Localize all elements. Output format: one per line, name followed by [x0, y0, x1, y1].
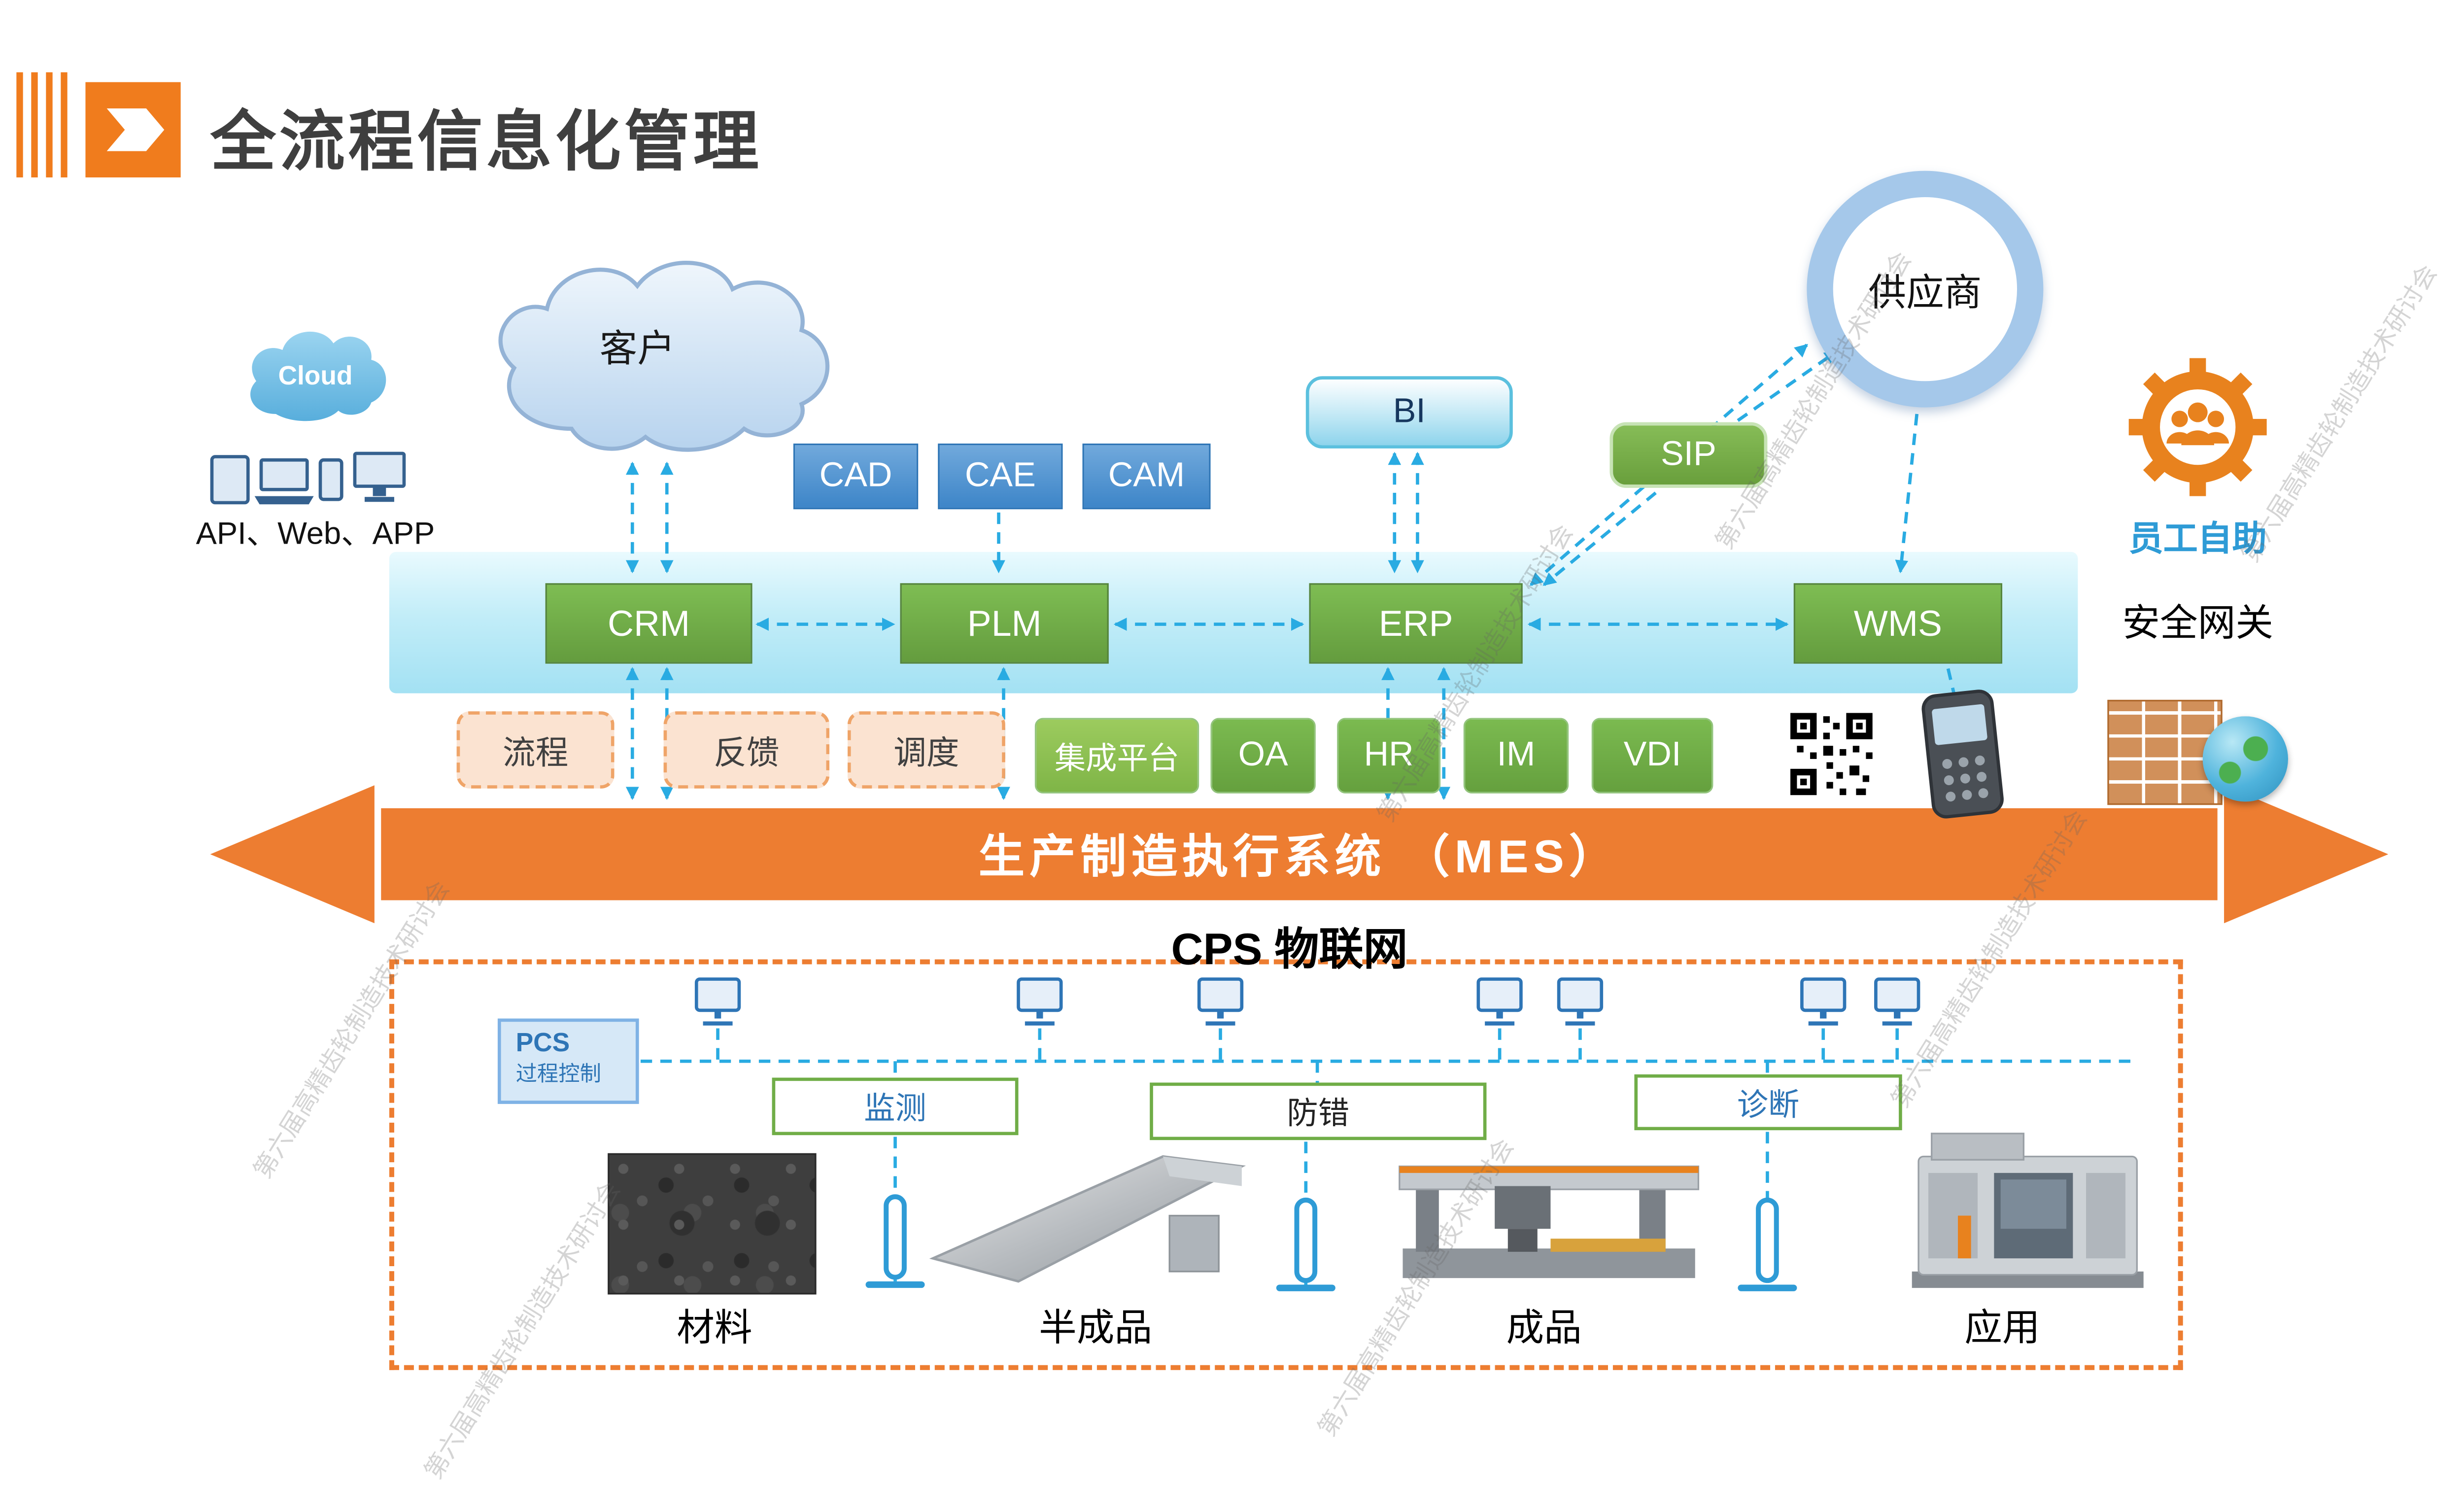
customer-label: 客户: [600, 328, 675, 370]
cps-title: CPS 物联网: [1171, 925, 1408, 974]
sensor-base: [865, 1281, 925, 1288]
monitor-icon: [1800, 977, 1847, 1026]
cloud-icon: Cloud: [250, 331, 386, 421]
employee-self-service-label: 员工自助: [2128, 520, 2267, 559]
application-machine-image: [1912, 1133, 2144, 1288]
sip-box: SIP: [1609, 422, 1768, 488]
sensor-post-icon: [1294, 1197, 1318, 1283]
error-proofing-box: 防错: [1150, 1082, 1487, 1140]
material-label: 材料: [677, 1306, 753, 1349]
cam-box: CAM: [1082, 443, 1211, 510]
globe: [2202, 716, 2289, 802]
mes-arrow-left: [210, 785, 375, 924]
application-label: 应用: [1964, 1306, 2040, 1349]
diagnosis-box: 诊断: [1634, 1074, 1902, 1131]
scheduling-box: 调度: [847, 711, 1005, 789]
crm-box: CRM: [545, 583, 753, 664]
monitor-icon: [1476, 977, 1523, 1026]
mes-band: 生产制造执行系统 （MES）: [381, 808, 2218, 900]
feedback-box: 反馈: [663, 711, 830, 789]
monitor-icon: [1017, 977, 1063, 1026]
cae-box: CAE: [938, 443, 1063, 510]
pcs-box: PCS 过程控制: [497, 1018, 639, 1104]
finished-product-machine-image: [1399, 1165, 1700, 1278]
hr-box: HR: [1337, 718, 1441, 794]
monitor-icon: [694, 977, 741, 1026]
sensor-base: [1738, 1284, 1797, 1291]
page-title: 全流程信息化管理: [210, 106, 762, 179]
brick-wall: [2107, 699, 2223, 805]
oa-box: OA: [1210, 718, 1316, 794]
im-box: IM: [1463, 718, 1569, 794]
pcs-label: PCS: [515, 1030, 570, 1058]
vdi-box: VDI: [1591, 718, 1713, 794]
cad-box: CAD: [793, 443, 919, 510]
api-web-app-caption: API、Web、APP: [196, 517, 435, 552]
flag-arrow-icon: [85, 82, 181, 177]
semi-finished-part-image: [929, 1155, 1246, 1283]
monitor-icon: [1197, 977, 1244, 1026]
devices-icon: [210, 451, 406, 505]
security-gateway-label: 安全网关: [2122, 601, 2274, 644]
process-box: 流程: [456, 711, 615, 789]
monitoring-box: 监测: [772, 1077, 1019, 1136]
cps-container: [389, 959, 2183, 1370]
monitor-icon: [1874, 977, 1920, 1026]
customer-cloud-shape: 客户: [498, 261, 830, 452]
sensor-base: [1276, 1284, 1335, 1291]
sensor-post-icon: [1756, 1197, 1779, 1283]
gear-people-icon: [2128, 358, 2267, 496]
semi-finished-label: 半成品: [1039, 1306, 1153, 1349]
firewall-globe-icon: [2107, 684, 2291, 815]
monitor-icon: [1557, 977, 1604, 1026]
wms-box: WMS: [1793, 583, 2003, 664]
sensor-post-icon: [884, 1194, 907, 1280]
bi-box: BI: [1305, 376, 1513, 449]
handheld-scanner-icon: [1921, 690, 2004, 819]
material-photo: [608, 1153, 817, 1295]
accent-stripes: [16, 72, 68, 177]
finished-product-label: 成品: [1506, 1306, 1582, 1349]
pcs-sublabel: 过程控制: [515, 1061, 601, 1086]
qr-code-icon: [1787, 709, 1876, 798]
erp-box: ERP: [1309, 583, 1523, 664]
integration-platform-box: 集成平台: [1034, 718, 1199, 794]
mes-label: 生产制造执行系统 （MES）: [978, 831, 1620, 882]
plm-box: PLM: [900, 583, 1109, 664]
cloud-label: Cloud: [278, 361, 352, 390]
